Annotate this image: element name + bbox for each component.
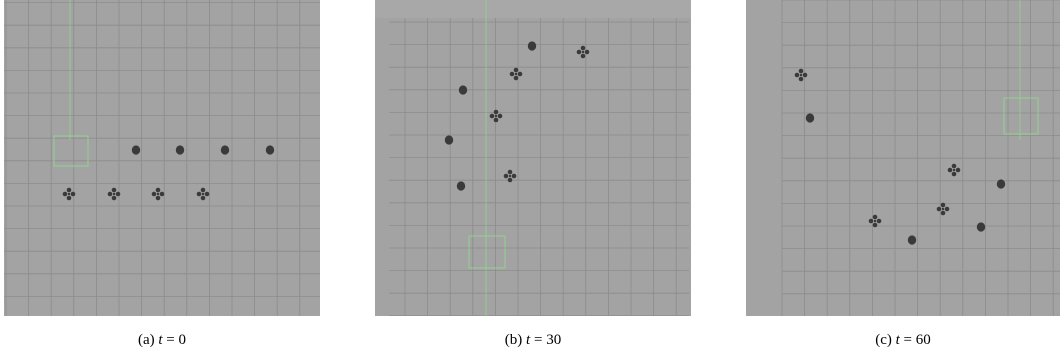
quadrotor-drone xyxy=(868,214,882,228)
grid-lines xyxy=(389,18,689,316)
quadrotor-drone xyxy=(794,68,808,82)
quadrotor-drone xyxy=(947,163,961,177)
ground-robot xyxy=(131,145,141,155)
ground-robot xyxy=(444,135,454,145)
simulation-view-c xyxy=(746,0,1060,316)
quadrotor-drone xyxy=(107,187,121,201)
quadrotor-drone xyxy=(576,45,590,59)
quadrotor-drone xyxy=(509,67,523,81)
ground-robot xyxy=(456,181,466,191)
ground-robot xyxy=(220,145,230,155)
grid-lines xyxy=(4,0,320,316)
ground-robot xyxy=(175,145,185,155)
far-ground xyxy=(375,0,691,18)
ground-robot xyxy=(265,145,275,155)
ground-robot xyxy=(458,85,468,95)
panel-c: (c) t = 60 xyxy=(746,0,1060,348)
caption-value: 30 xyxy=(546,332,562,348)
caption-value: 0 xyxy=(178,332,187,348)
caption-a: (a) t = 0 xyxy=(4,332,320,349)
caption-equals: = xyxy=(166,332,175,348)
caption-equals: = xyxy=(903,332,913,348)
quadrotor-drone xyxy=(489,109,503,123)
caption-label: (a) xyxy=(137,332,155,348)
caption-value: 60 xyxy=(915,332,931,348)
quadrotor-drone xyxy=(62,187,76,201)
caption-variable: t xyxy=(526,332,531,348)
goal-region xyxy=(53,135,89,167)
ground-plane xyxy=(4,0,320,316)
ground-robot xyxy=(805,113,815,123)
caption-c: (c) t = 60 xyxy=(746,332,1060,349)
caption-b: (b) t = 30 xyxy=(375,332,691,349)
quadrotor-drone xyxy=(151,187,165,201)
caption-label: (c) xyxy=(875,332,892,348)
goal-region xyxy=(468,235,506,269)
simulation-view-b xyxy=(375,0,691,316)
caption-equals: = xyxy=(533,332,543,348)
panel-a: (a) t = 0 xyxy=(4,0,320,348)
ground-robot xyxy=(976,222,986,232)
goal-region xyxy=(1003,97,1039,135)
caption-variable: t xyxy=(895,332,900,348)
simulation-view-a xyxy=(4,0,320,316)
ground-robot xyxy=(996,179,1006,189)
ground-robot xyxy=(527,41,537,51)
quadrotor-drone xyxy=(936,202,950,216)
ground-robot xyxy=(907,235,917,245)
quadrotor-drone xyxy=(503,169,517,183)
caption-variable: t xyxy=(158,332,163,348)
panel-b: (b) t = 30 xyxy=(375,0,691,348)
quadrotor-drone xyxy=(196,187,210,201)
grid-lines xyxy=(781,0,1060,316)
caption-label: (b) xyxy=(504,332,523,348)
